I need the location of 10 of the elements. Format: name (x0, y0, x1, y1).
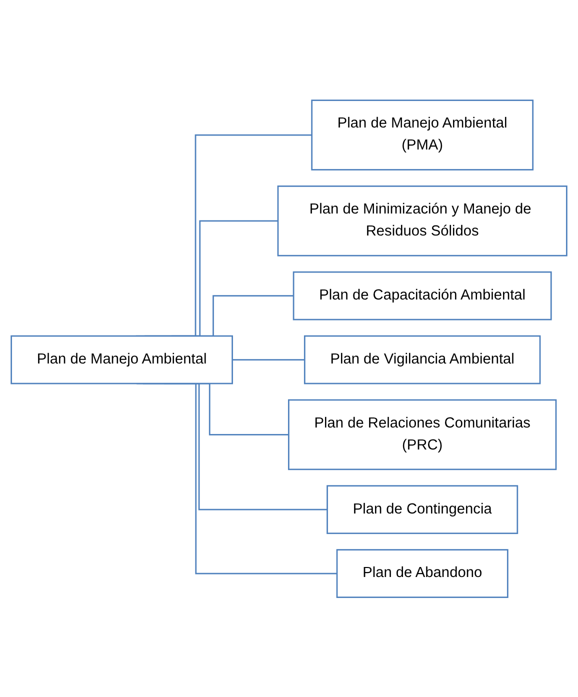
node-box (304, 335, 541, 384)
node-box (277, 185, 568, 256)
node-box (311, 99, 534, 170)
node-box (288, 398, 557, 470)
node-box (10, 335, 233, 384)
connector (232, 358, 305, 360)
diagram: Plan de Manejo Ambiental Plan de Manejo Ambiental (PMA) Plan de Minimización y Manejo de Residuos Sólidos Plan de Capacitación Ambiental Plan de Vigilancia Ambiental Plan de Relaciones Comunitarias (PRC) Plan de Contingencia Plan de Abandono (4, 92, 574, 604)
node-box (292, 271, 552, 320)
node-box (326, 484, 518, 534)
node-box (336, 548, 508, 598)
